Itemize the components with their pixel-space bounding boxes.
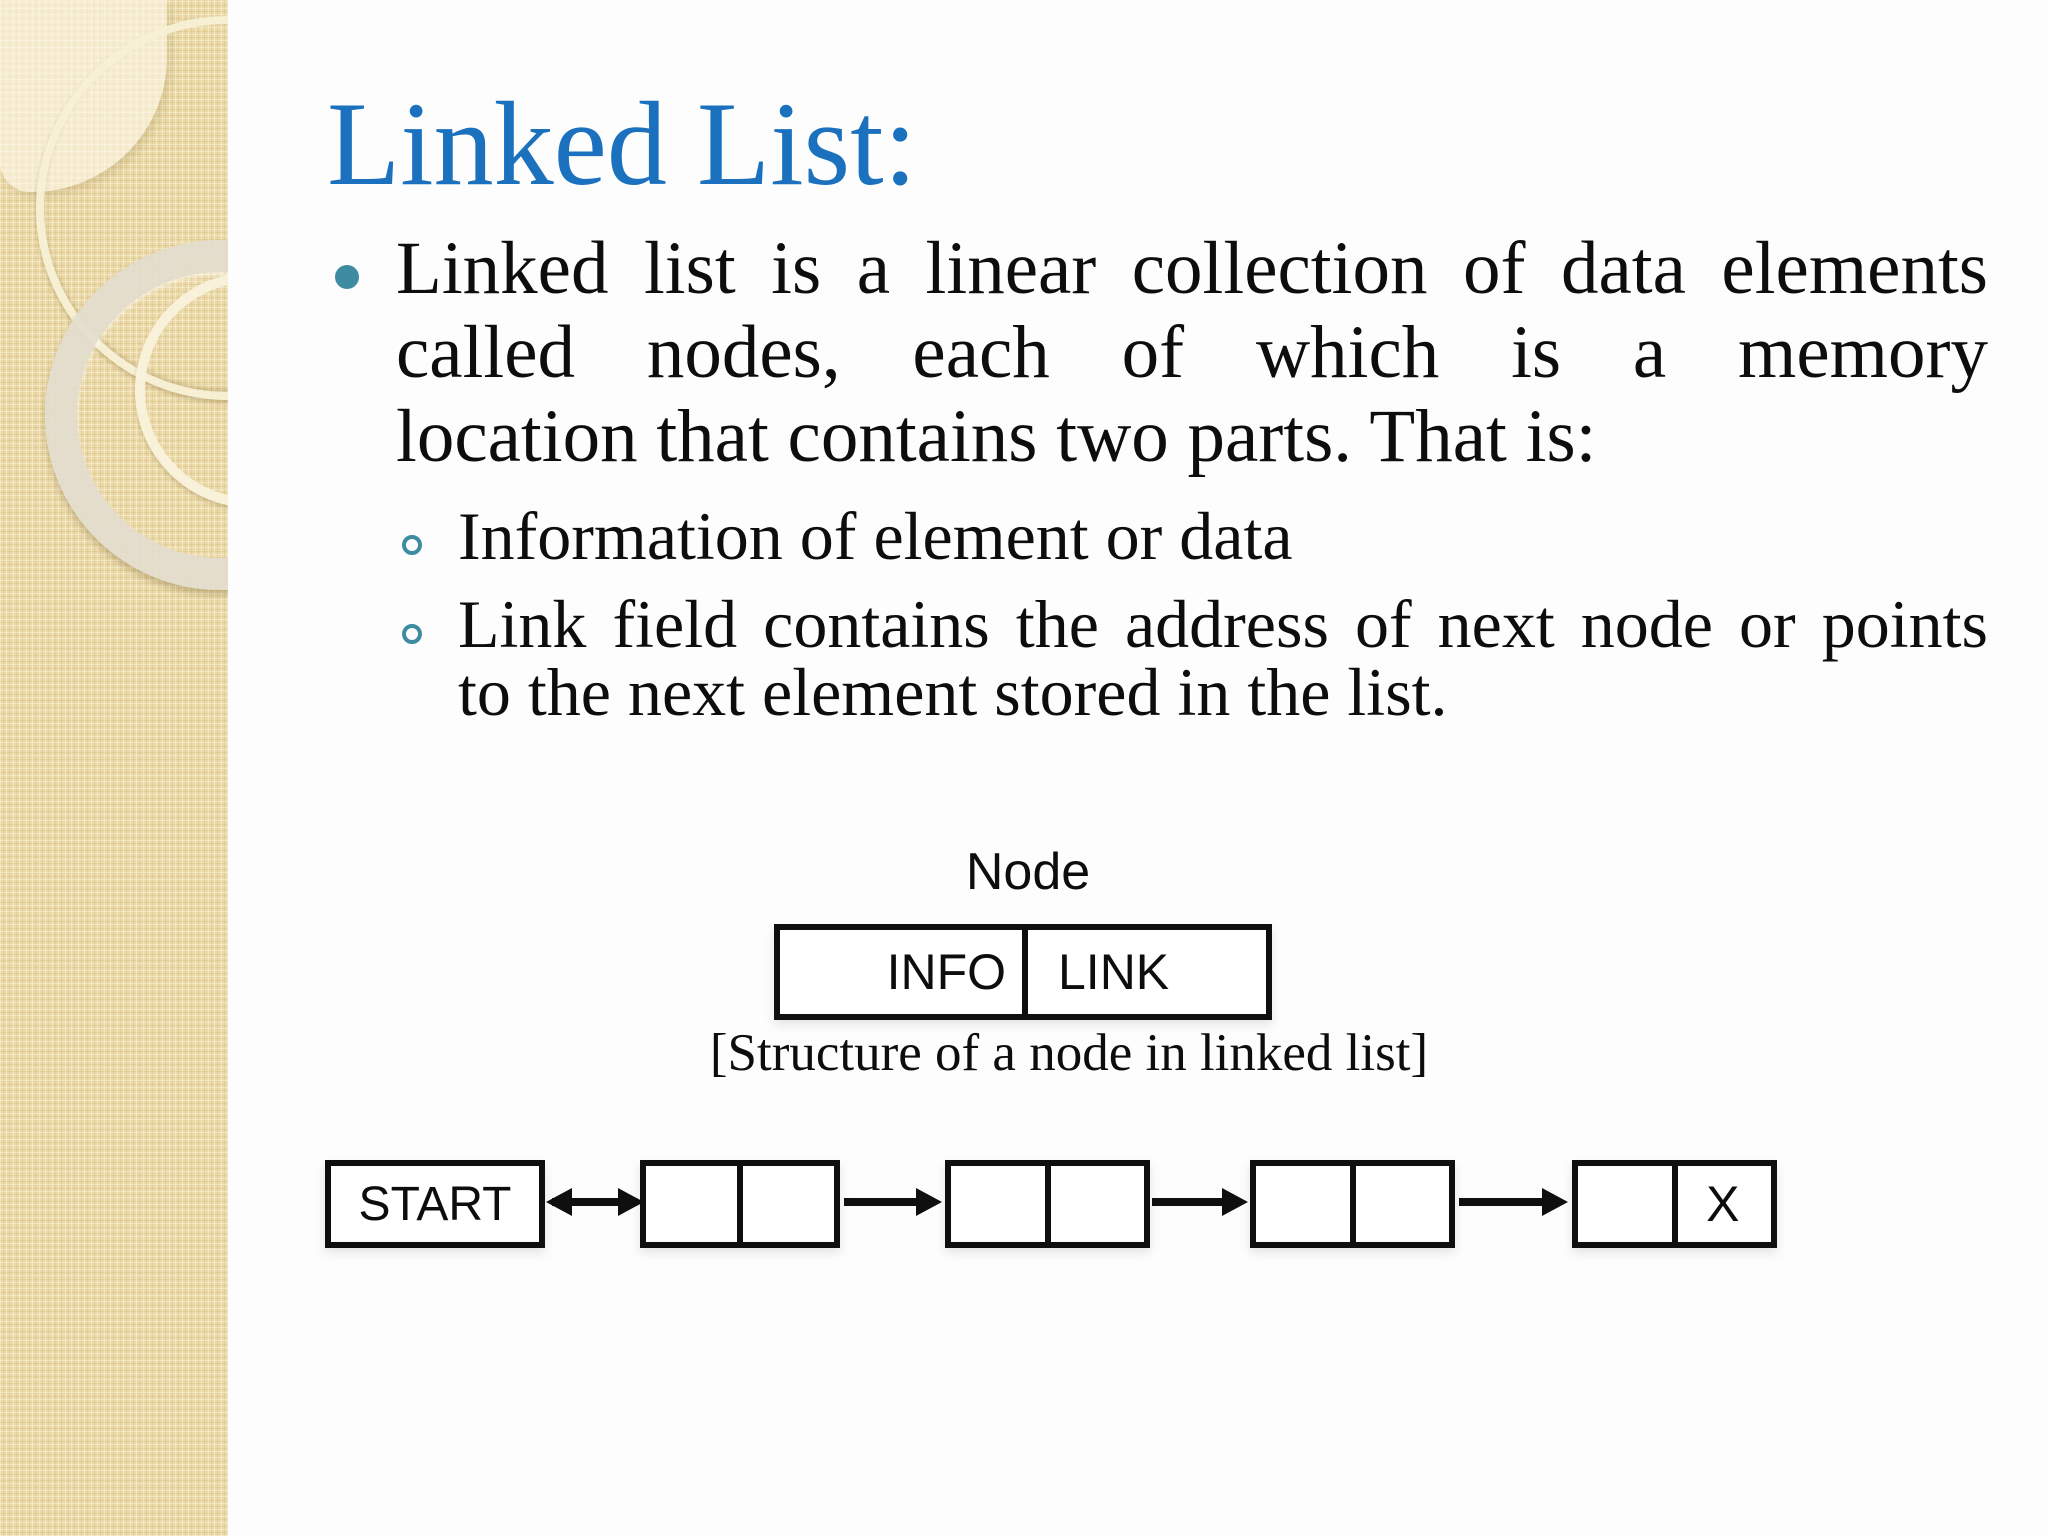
node-figure-label: Node <box>965 843 1091 901</box>
node-info-cell: INFO <box>780 930 1022 1014</box>
sub-bullet-line: Information of element or data <box>458 498 1293 574</box>
main-bullet-line: location that contains two parts. That i… <box>396 395 1597 478</box>
sidebar-decoration <box>0 0 228 1536</box>
arrow-bar <box>844 1198 918 1206</box>
sub-bullet-circle-icon <box>402 535 422 555</box>
node-divider <box>1349 1166 1356 1242</box>
node-figure-caption: [Structure of a node in linked list] <box>709 1024 1429 1082</box>
arrow-right-head-icon <box>1222 1188 1248 1216</box>
page-title: Linked List: <box>327 77 917 210</box>
node-divider <box>1671 1166 1678 1242</box>
list-node-box <box>640 1160 840 1248</box>
sub-bullet-line: to the next element stored in the list. <box>458 654 1448 730</box>
start-box: START <box>325 1160 545 1248</box>
main-bullet-line: Linked list is a linear collection of da… <box>396 227 1988 310</box>
sub-bullet-line: Link field contains the address of next … <box>458 586 1988 662</box>
link-label: LINK <box>1058 944 1170 1000</box>
arrow-right-head-icon <box>618 1188 644 1216</box>
sub-bullet-text: Information of element or data <box>458 501 1988 571</box>
node-structure-box: INFO LINK <box>774 924 1272 1020</box>
list-node-box <box>1250 1160 1455 1248</box>
sub-bullet-text: Link field contains the address of next … <box>458 590 1988 726</box>
list-node-box: X <box>1572 1160 1777 1248</box>
bullet-dot-icon <box>335 265 359 289</box>
arrow-right-head-icon <box>1542 1188 1568 1216</box>
sub-bullet-circle-icon <box>402 624 422 644</box>
start-label: START <box>358 1177 512 1231</box>
null-marker: X <box>1675 1166 1772 1242</box>
node-link-cell: LINK <box>1028 930 1266 1014</box>
list-node-box <box>945 1160 1150 1248</box>
node-divider <box>1022 930 1028 1014</box>
arrow-bar <box>1152 1198 1224 1206</box>
node-divider <box>1044 1166 1051 1242</box>
node-divider <box>737 1166 743 1242</box>
arrow-bar <box>552 1198 622 1206</box>
null-marker-label: X <box>1706 1176 1740 1232</box>
main-bullet-text: Linked list is a linear collection of da… <box>396 227 1988 479</box>
arrow-bar <box>1459 1198 1544 1206</box>
info-label: INFO <box>886 944 1006 1000</box>
main-bullet-line: called nodes, each of which is a memory <box>396 311 1988 394</box>
arrow-right-head-icon <box>916 1188 942 1216</box>
